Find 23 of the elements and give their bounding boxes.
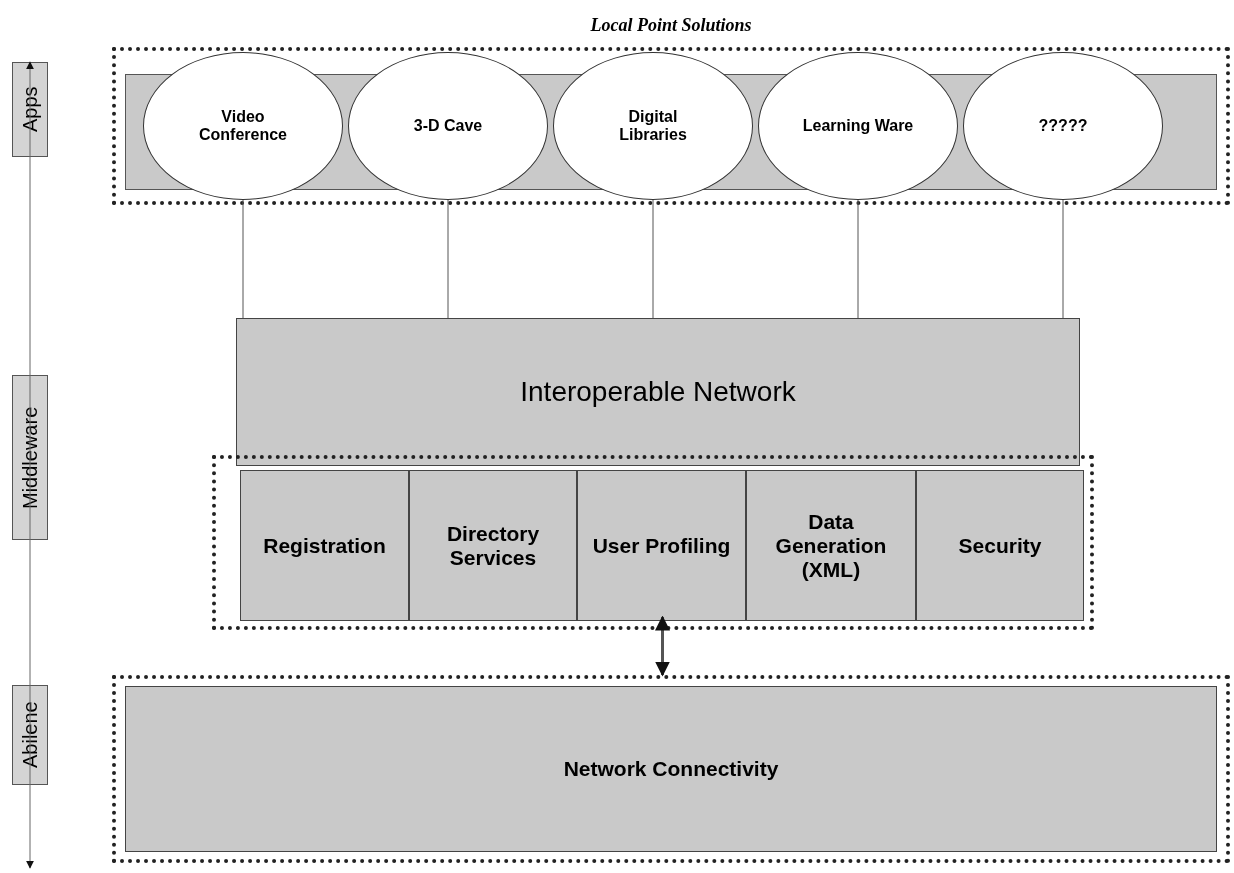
- service-cell: Registration: [240, 470, 409, 621]
- network-layer-box: Interoperable Network: [236, 318, 1080, 466]
- layer-label: Apps: [12, 62, 48, 157]
- service-cell: Directory Services: [409, 470, 577, 621]
- layer-label: Abilene: [12, 685, 48, 785]
- connectivity-band: Network Connectivity: [125, 686, 1217, 852]
- service-cell: Data Generation (XML): [746, 470, 916, 621]
- app-ellipse: 3-D Cave: [348, 52, 548, 200]
- connector-line: [447, 199, 449, 319]
- connector-line: [1062, 199, 1064, 319]
- connector-line: [857, 199, 859, 319]
- connector-line: [242, 199, 244, 319]
- group-title: Local Point Solutions: [590, 15, 752, 35]
- app-ellipse: Digital Libraries: [553, 52, 753, 200]
- connector-line: [652, 199, 654, 319]
- app-ellipse: ?????: [963, 52, 1163, 200]
- app-ellipse: Video Conference: [143, 52, 343, 200]
- service-cell: Security: [916, 470, 1084, 621]
- double-arrow: [655, 615, 670, 677]
- service-cell: User Profiling: [577, 470, 746, 621]
- layer-label: Middleware: [12, 375, 48, 540]
- app-ellipse: Learning Ware: [758, 52, 958, 200]
- dotted-frame: [212, 455, 1094, 630]
